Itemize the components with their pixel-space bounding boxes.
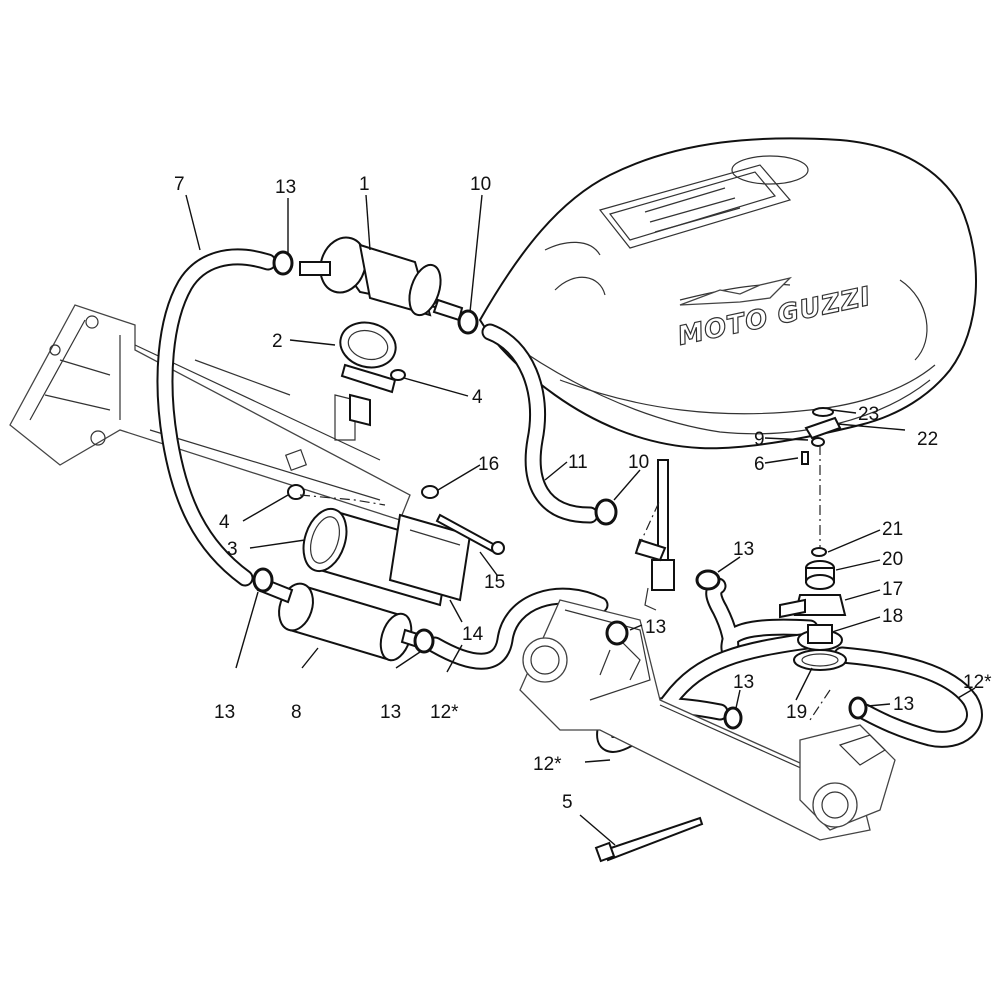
clamp-10-right [594, 498, 618, 526]
frame-tube [9, 304, 411, 521]
callout-15: 15 [484, 572, 505, 593]
callout-10-right: 10 [628, 452, 649, 473]
callout-10-top: 10 [470, 174, 491, 195]
callout-12-left: 12* [430, 702, 459, 723]
clamp-13-center [605, 620, 629, 646]
hose-7 [156, 248, 277, 587]
callout-8: 8 [291, 702, 302, 723]
callout-12-lower: 12* [533, 754, 562, 775]
callout-13-right: 13 [893, 694, 914, 715]
callout-13-center: 13 [645, 617, 666, 638]
callout-2: 2 [272, 331, 283, 352]
fuel-tank: MOTO GUZZI [478, 137, 978, 450]
hose-12-left [426, 587, 609, 670]
throttle-body-assembly [519, 599, 896, 841]
callout-22: 22 [917, 429, 938, 450]
callout-5: 5 [562, 792, 573, 813]
callout-11: 11 [568, 452, 588, 473]
nut-16 [421, 485, 439, 499]
nut-4-lower [287, 484, 305, 500]
leader-lines [185, 194, 976, 846]
callout-23: 23 [858, 404, 879, 425]
callout-3: 3 [227, 539, 238, 560]
callout-1: 1 [359, 174, 370, 195]
fuel-pump-3 [302, 507, 472, 607]
fuel-filter-1 [299, 236, 464, 322]
callout-7: 7 [174, 174, 185, 195]
clamp-bracket-2 [339, 321, 397, 427]
callout-13-mid: 13 [380, 702, 401, 723]
callout-20: 20 [882, 549, 903, 570]
pressure-regulator [779, 547, 847, 671]
callout-19: 19 [786, 702, 807, 723]
clamp-13-pump [695, 569, 721, 591]
callout-17: 17 [882, 579, 903, 600]
nut-4-upper [390, 369, 406, 381]
cable-tie-5 [594, 816, 704, 863]
clamp-13-left [252, 567, 274, 593]
hose-11 [481, 323, 599, 524]
clamp-13-top [272, 250, 294, 276]
fuel-level-sensor [634, 459, 675, 611]
callout-9: 9 [754, 429, 765, 450]
clamp-13-mid [413, 628, 435, 654]
callout-13-pump: 13 [733, 539, 754, 560]
callout-4-lower: 4 [219, 512, 230, 533]
callout-13-lower: 13 [733, 672, 754, 693]
clamp-13-lower [723, 706, 743, 730]
callout-13-top: 13 [275, 177, 296, 198]
callout-16: 16 [478, 454, 499, 475]
callout-21: 21 [882, 519, 903, 540]
callout-14: 14 [462, 624, 484, 645]
clamp-13-right [848, 696, 868, 720]
callout-13-left: 13 [214, 702, 235, 723]
callout-labels: 7 13 1 10 2 4 16 11 10 4 3 15 14 13 8 13… [174, 174, 992, 813]
screw-15 [435, 513, 505, 555]
regulator-mount [801, 407, 842, 465]
clamp-10-top [457, 309, 479, 335]
callout-12-right: 12* [963, 672, 992, 693]
callout-6: 6 [754, 454, 765, 475]
fuel-filter-8 [256, 576, 432, 662]
assembly-lines [299, 445, 831, 721]
callout-4-upper: 4 [472, 387, 483, 408]
callout-18: 18 [882, 606, 903, 627]
